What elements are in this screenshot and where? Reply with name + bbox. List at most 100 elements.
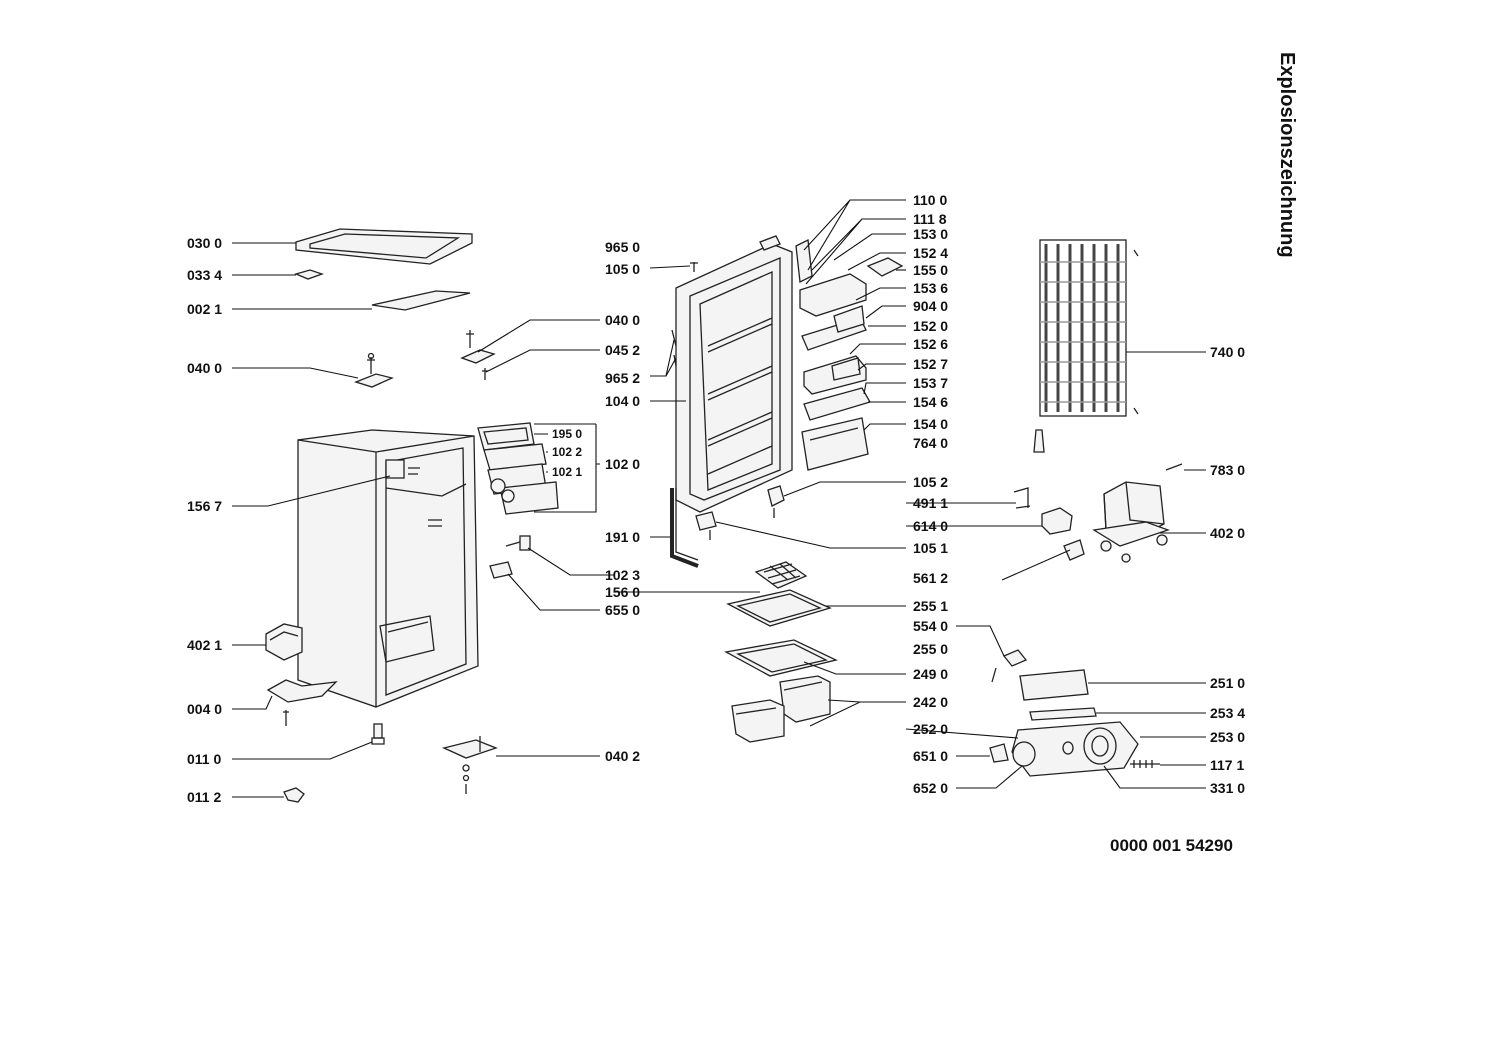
label-040-0-center: 040 0: [605, 312, 640, 328]
label-331-0: 331 0: [1210, 780, 1245, 796]
label-191-0: 191 0: [605, 529, 640, 545]
label-040-2: 040 2: [605, 748, 640, 764]
part-hinge-1052: [767, 485, 785, 507]
label-030-0: 030 0: [187, 235, 222, 251]
label-402-0: 402 0: [1210, 525, 1245, 541]
part-spring-1171: [1130, 760, 1160, 768]
part-top-cover: [295, 228, 473, 265]
label-102-2: 102 2: [552, 445, 582, 459]
part-door: [675, 235, 793, 513]
part-freezer-flaps: [477, 422, 559, 515]
label-153-7: 153 7: [913, 375, 948, 391]
part-shelf-2551: [726, 589, 832, 627]
label-491-1: 491 1: [913, 495, 948, 511]
part-cabinet-body: [297, 429, 479, 708]
part-filter-drier: [1033, 429, 1045, 453]
label-965-0: 965 0: [605, 239, 640, 255]
label-253-0: 253 0: [1210, 729, 1245, 745]
label-102-3: 102 3: [605, 567, 640, 583]
label-651-0: 651 0: [913, 748, 948, 764]
part-hinge-upper-left: [354, 352, 394, 388]
part-door-shelves: [795, 239, 904, 471]
label-105-0: 105 0: [605, 261, 640, 277]
label-740-0: 740 0: [1210, 344, 1245, 360]
part-ice-tray: [754, 561, 808, 589]
label-783-0: 783 0: [1210, 462, 1245, 478]
part-bracket-0040: [266, 679, 338, 703]
part-knob-6510: [989, 743, 1009, 763]
part-thermostat-housing: [1011, 721, 1139, 777]
label-764-0: 764 0: [913, 435, 948, 451]
part-clip: [294, 269, 324, 280]
part-relay-6140: [1013, 487, 1073, 535]
part-drawers: [731, 675, 831, 743]
label-110-0: 110 0: [913, 192, 947, 208]
label-155-0: 155 0: [913, 262, 948, 278]
label-040-0-left: 040 0: [187, 360, 222, 376]
label-153-0: 153 0: [913, 226, 948, 242]
label-561-2: 561 2: [913, 570, 948, 586]
part-flap-hinge: [505, 535, 531, 551]
part-handle: [489, 561, 513, 579]
part-hinge-1051: [695, 511, 717, 531]
label-152-6: 152 6: [913, 336, 948, 352]
part-foot-0110: [371, 723, 385, 745]
label-249-0: 249 0: [913, 666, 948, 682]
label-105-2: 105 2: [913, 474, 948, 490]
label-153-6: 153 6: [913, 280, 948, 296]
label-965-2: 965 2: [605, 370, 640, 386]
label-011-0: 011 0: [187, 751, 221, 767]
part-tray-4021: [265, 623, 303, 661]
part-tray-inner: [269, 631, 299, 641]
label-102-0: 102 0: [605, 456, 640, 472]
part-bar-2534: [1029, 707, 1097, 721]
label-255-1: 255 1: [913, 598, 948, 614]
label-011-2: 011 2: [187, 789, 221, 805]
label-152-7: 152 7: [913, 356, 948, 372]
part-cap-0112: [283, 787, 305, 803]
label-152-0: 152 0: [913, 318, 948, 334]
part-hinge-lower: [442, 736, 498, 794]
label-033-4: 033 4: [187, 267, 222, 283]
label-255-0: 255 0: [913, 641, 948, 657]
label-004-0: 004 0: [187, 701, 222, 717]
part-compressor: [1092, 481, 1170, 563]
label-154-0: 154 0: [913, 416, 948, 432]
part-overload-5612: [1063, 539, 1085, 561]
part-pipe-7830: [1165, 463, 1183, 471]
label-104-0: 104 0: [605, 393, 640, 409]
label-904-0: 904 0: [913, 298, 948, 314]
label-652-0: 652 0: [913, 780, 948, 796]
part-condenser: [1039, 239, 1139, 417]
label-152-4: 152 4: [913, 245, 948, 261]
label-655-0: 655 0: [605, 602, 640, 618]
part-shelf-2490: [724, 639, 838, 677]
label-102-1: 102 1: [552, 465, 582, 479]
part-cover-2510: [1019, 669, 1089, 701]
label-156-0: 156 0: [605, 584, 640, 600]
part-screw-0040: [283, 710, 289, 726]
document-number: 0000 001 54290: [1110, 836, 1233, 855]
part-lamp-5540: [1002, 649, 1028, 667]
label-252-0: 252 0: [913, 721, 948, 737]
label-242-0: 242 0: [913, 694, 948, 710]
label-117-1: 117 1: [1210, 757, 1244, 773]
label-156-7: 156 7: [187, 498, 222, 514]
label-402-1: 402 1: [187, 637, 222, 653]
part-hinge-upper-center: [460, 330, 496, 380]
label-105-1: 105 1: [913, 540, 948, 556]
label-554-0: 554 0: [913, 618, 948, 634]
label-154-6: 154 6: [913, 394, 948, 410]
part-door-gasket: [670, 488, 699, 568]
label-253-4: 253 4: [1210, 705, 1245, 721]
label-045-2: 045 2: [605, 342, 640, 358]
leader-lines: [232, 199, 1206, 798]
label-002-1: 002 1: [187, 301, 222, 317]
label-111-8: 111 8: [913, 211, 947, 227]
part-cover-plate: [371, 290, 471, 311]
label-614-0: 614 0: [913, 518, 948, 534]
part-screw-9650: [690, 262, 698, 272]
label-251-0: 251 0: [1210, 675, 1245, 691]
label-195-0: 195 0: [552, 427, 582, 441]
